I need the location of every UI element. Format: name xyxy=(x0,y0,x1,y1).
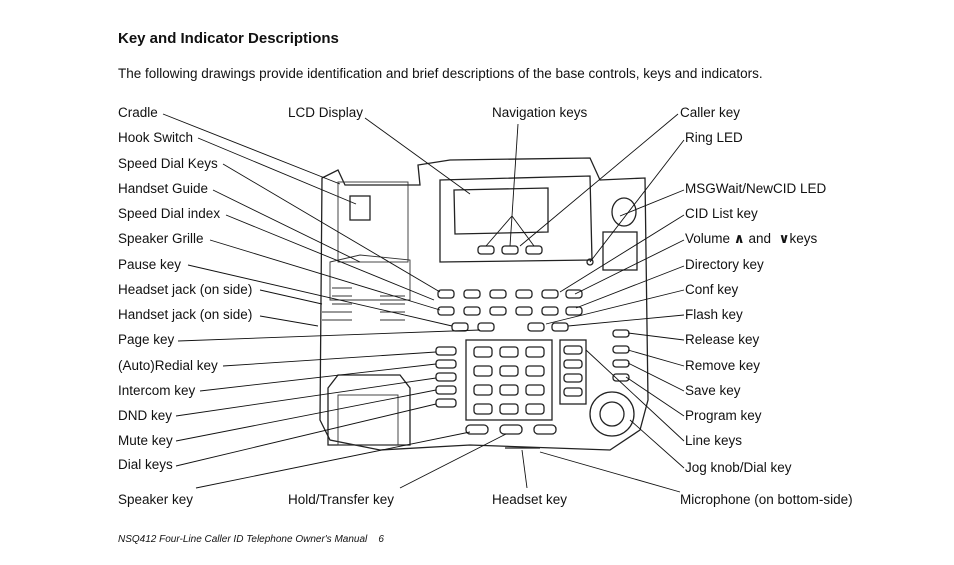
nav-key-2 xyxy=(501,245,519,255)
nav-key-1 xyxy=(477,245,495,255)
page-footer: NSQ412 Four-Line Caller ID Telephone Own… xyxy=(118,534,384,545)
speed-dial-row-2 xyxy=(437,306,583,316)
manual-title: NSQ412 Four-Line Caller ID Telephone Own… xyxy=(118,534,368,545)
msgwait-box xyxy=(602,231,638,271)
label-handset-jack: Handset jack (on side) xyxy=(118,307,253,322)
speed-dial-row-1 xyxy=(437,289,583,299)
label-conf-key: Conf key xyxy=(685,282,739,297)
label-save-key: Save key xyxy=(685,383,741,398)
label-handset-guide: Handset Guide xyxy=(118,181,209,196)
hook-switch xyxy=(349,195,371,221)
ring-led-housing xyxy=(611,197,637,227)
volume-down-icon: ∨ xyxy=(778,231,790,246)
label-dnd-key: DND key xyxy=(118,408,173,423)
label-directory-key: Directory key xyxy=(685,257,764,272)
label-microphone: Microphone (on bottom-side) xyxy=(680,492,853,507)
label-dial-keys: Dial keys xyxy=(118,457,173,472)
cradle-area xyxy=(337,181,409,263)
label-msgwait-led: MSGWait/NewCID LED xyxy=(685,181,827,196)
label-caller-key: Caller key xyxy=(680,105,741,120)
label-speaker-grille: Speaker Grille xyxy=(118,231,204,246)
label-mute-key: Mute key xyxy=(118,433,173,448)
volume-and: and xyxy=(748,231,772,246)
handset-well-inner xyxy=(337,394,399,446)
lcd-screen xyxy=(453,187,549,235)
label-headset-jack: Headset jack (on side) xyxy=(118,282,253,297)
label-redial-key: (Auto)Redial key xyxy=(118,358,218,373)
label-speed-dial-keys: Speed Dial Keys xyxy=(118,156,218,171)
speaker-key-shape xyxy=(465,424,489,435)
label-pause-key: Pause key xyxy=(118,257,182,272)
line-keys xyxy=(563,345,583,397)
label-hook-switch: Hook Switch xyxy=(118,130,194,145)
page-heading: Key and Indicator Descriptions xyxy=(118,30,339,47)
label-cradle: Cradle xyxy=(118,105,158,120)
function-row xyxy=(451,322,569,332)
right-function-keys xyxy=(612,329,630,382)
label-intercom-key: Intercom key xyxy=(118,383,196,398)
dial-pad-frame xyxy=(465,339,553,421)
label-ring-led: Ring LED xyxy=(685,130,743,145)
line-keys-frame xyxy=(559,339,587,405)
msgwait-led xyxy=(586,258,594,266)
volume-up-icon: ∧ xyxy=(733,231,745,246)
label-speed-dial-index: Speed Dial index xyxy=(118,206,221,221)
label-cid-list-key: CID List key xyxy=(685,206,758,221)
phone-body-outline xyxy=(319,157,649,451)
label-volume-keys: Volume ∧ and ∨keys xyxy=(685,231,817,247)
headset-key-shape xyxy=(533,424,557,435)
volume-suffix: keys xyxy=(789,231,818,246)
label-lcd-display: LCD Display xyxy=(288,105,364,120)
hold-key-shape xyxy=(499,424,523,435)
label-remove-key: Remove key xyxy=(685,358,761,373)
intro-paragraph: The following drawings provide identific… xyxy=(118,66,763,81)
jog-knob-inner xyxy=(599,401,625,427)
label-navigation-keys: Navigation keys xyxy=(492,105,588,120)
label-flash-key: Flash key xyxy=(685,307,743,322)
label-speaker-key: Speaker key xyxy=(118,492,194,507)
label-line-keys: Line keys xyxy=(685,433,743,448)
label-hold-transfer-key: Hold/Transfer key xyxy=(288,492,395,507)
speaker-grille xyxy=(322,287,405,321)
nav-key-3 xyxy=(525,245,543,255)
dial-keys xyxy=(473,346,545,415)
jog-knob-outer xyxy=(589,391,635,437)
page-number: 6 xyxy=(378,534,384,545)
volume-prefix: Volume xyxy=(685,231,731,246)
label-jog-knob: Jog knob/Dial key xyxy=(685,460,792,475)
leader-lines xyxy=(162,113,685,493)
label-page-key: Page key xyxy=(118,332,175,347)
left-function-keys xyxy=(435,346,457,408)
label-release-key: Release key xyxy=(685,332,760,347)
handset-guide xyxy=(329,254,411,301)
label-headset-key: Headset key xyxy=(492,492,568,507)
label-program-key: Program key xyxy=(685,408,762,423)
